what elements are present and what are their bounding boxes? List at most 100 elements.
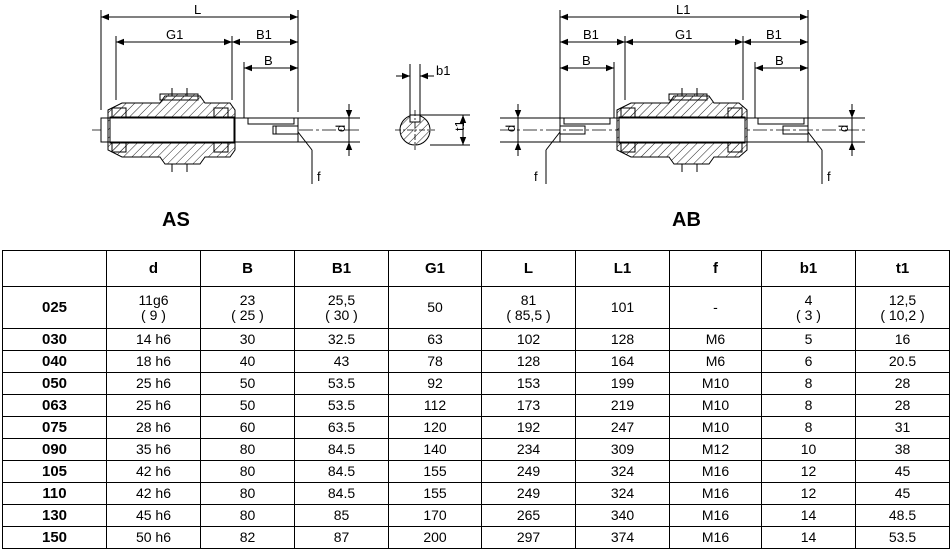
table-cell: M16: [669, 460, 762, 483]
ab-label-f-left: f: [534, 169, 538, 184]
cell-value: 81: [520, 291, 537, 308]
table-cell: 50: [200, 394, 295, 417]
table-cell: 164: [575, 350, 670, 373]
ab-label-b1-left: B1: [583, 27, 599, 42]
size-cell: 110: [2, 482, 107, 505]
table-cell: 16: [855, 328, 950, 351]
cell-value: 4: [804, 291, 813, 308]
dimensions-table: d B B1 G1 L L1 f b1 t1 025 11g6( 9 ) 23(…: [2, 250, 950, 549]
as-labels: L G1 B1 B d f AS: [162, 2, 348, 231]
table-cell: 128: [481, 350, 576, 373]
table-cell: 140: [388, 438, 482, 461]
table-cell: 28 h6: [106, 416, 201, 439]
table-cell: M16: [669, 526, 762, 549]
table-cell: 45: [855, 482, 950, 505]
table-cell: 112: [388, 394, 482, 417]
table-cell: 28: [855, 394, 950, 417]
section-labels: b1 t1: [436, 63, 467, 131]
table-cell: 8: [761, 394, 856, 417]
table-row: 025 11g6( 9 ) 23( 25 ) 25,5( 30 ) 50 81(…: [2, 286, 950, 329]
header-l1: L1: [575, 250, 670, 287]
header-l: L: [481, 250, 576, 287]
table-cell: M6: [669, 350, 762, 373]
table-cell: 53.5: [855, 526, 950, 549]
table-cell: 249: [481, 460, 576, 483]
table-cell: 120: [388, 416, 482, 439]
technical-drawings: L G1 B1 B d f AS b1 t1: [92, 2, 865, 231]
cell-value: 23: [239, 291, 256, 308]
size-cell: 150: [2, 526, 107, 549]
ab-label-g1: G1: [675, 27, 692, 42]
size-cell: 030: [2, 328, 107, 351]
table-cell: 265: [481, 504, 576, 527]
header-b1-key: b1: [761, 250, 856, 287]
table-cell: 80: [200, 482, 295, 505]
cell-alt-value: ( 85,5 ): [506, 306, 551, 323]
cell-alt-value: ( 30 ): [325, 306, 358, 323]
size-cell: 130: [2, 504, 107, 527]
shaft-section: [395, 64, 470, 150]
cell-value: 101: [610, 299, 635, 315]
table-cell: M6: [669, 328, 762, 351]
table-cell: 173: [481, 394, 576, 417]
table-cell: 324: [575, 460, 670, 483]
table-cell: 40: [200, 350, 295, 373]
as-label-f: f: [317, 169, 321, 184]
section-label-b1: b1: [436, 63, 450, 78]
table-cell: M12: [669, 438, 762, 461]
table-cell: -: [669, 286, 762, 329]
as-drawing: [92, 10, 360, 184]
table-cell: 155: [388, 482, 482, 505]
table-cell: 63.5: [294, 416, 389, 439]
cell-alt-value: ( 10,2 ): [880, 306, 925, 323]
ab-label-d-right: d: [836, 125, 851, 132]
section-label-t1: t1: [452, 120, 467, 131]
table-cell: 85: [294, 504, 389, 527]
table-cell: 18 h6: [106, 350, 201, 373]
table-cell: 25,5( 30 ): [294, 286, 389, 329]
cell-value: 12,5: [888, 291, 917, 308]
table-cell: 42 h6: [106, 460, 201, 483]
size-cell: 040: [2, 350, 107, 373]
table-cell: 192: [481, 416, 576, 439]
size-cell: 025: [2, 286, 107, 329]
table-cell: 153: [481, 372, 576, 395]
table-cell: 28: [855, 372, 950, 395]
table-cell: 10: [761, 438, 856, 461]
cell-alt-value: ( 25 ): [231, 306, 264, 323]
table-cell: 87: [294, 526, 389, 549]
header-size: [2, 250, 107, 287]
as-label-g1: G1: [166, 27, 183, 42]
cell-value: 25,5: [327, 291, 356, 308]
ab-label-b-right: B: [775, 53, 784, 68]
table-cell: 20.5: [855, 350, 950, 373]
header-d: d: [106, 250, 201, 287]
table-cell: M16: [669, 504, 762, 527]
size-cell: 063: [2, 394, 107, 417]
table-cell: 53.5: [294, 372, 389, 395]
as-label-b: B: [264, 53, 273, 68]
table-cell: 31: [855, 416, 950, 439]
cell-alt-value: ( 3 ): [796, 306, 821, 323]
table-cell: 78: [388, 350, 482, 373]
table-cell: 38: [855, 438, 950, 461]
table-cell: 48.5: [855, 504, 950, 527]
table-cell: 84.5: [294, 482, 389, 505]
table-cell: 297: [481, 526, 576, 549]
table-cell: 23( 25 ): [200, 286, 295, 329]
ab-label-l1: L1: [676, 2, 690, 17]
table-cell: 14: [761, 526, 856, 549]
table-cell: 324: [575, 482, 670, 505]
size-cell: 050: [2, 372, 107, 395]
ab-label-f-right: f: [827, 169, 831, 184]
header-b1: B1: [294, 250, 389, 287]
table-cell: 12: [761, 460, 856, 483]
